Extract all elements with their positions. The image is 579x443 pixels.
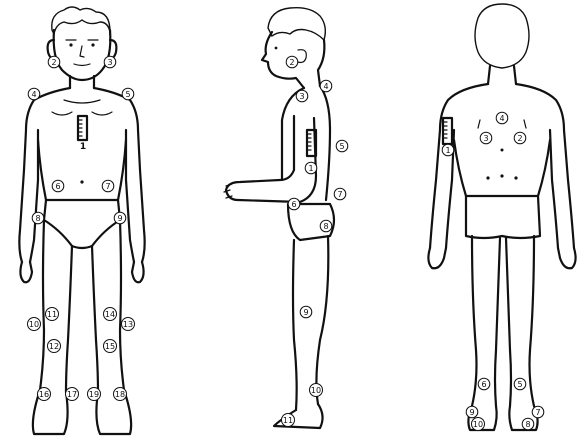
side-view-marker-9: 9 — [300, 306, 312, 318]
marker-label: 1 — [308, 164, 313, 173]
back-view-marker-8: 8 — [522, 418, 534, 430]
front-view-marker-18: 18 — [114, 388, 127, 401]
marker-label: 3 — [107, 58, 112, 67]
side-view-marker-3: 3 — [296, 90, 308, 102]
side-view-marker-4: 4 — [320, 80, 332, 92]
marker-label: 17 — [67, 390, 77, 399]
marker-label: 9 — [469, 408, 474, 417]
marker-label: 7 — [535, 408, 540, 417]
back-view-marker-4: 4 — [496, 112, 508, 124]
marker-label: 7 — [105, 182, 110, 191]
front-view-marker-11: 11 — [46, 308, 59, 321]
marker-label: 6 — [55, 182, 60, 191]
back-view-marker-2: 2 — [514, 132, 526, 144]
marker-label: 9 — [117, 214, 122, 223]
side-view-marker-11: 11 — [282, 414, 295, 427]
marker-label: 6 — [481, 380, 486, 389]
side-view-marker-2: 2 — [286, 56, 298, 68]
marker-label: 4 — [31, 90, 36, 99]
marker-label: 14 — [105, 310, 115, 319]
front-view-marker-7: 7 — [102, 180, 114, 192]
marker-label: 5 — [125, 90, 130, 99]
marker-label: 2 — [51, 58, 56, 67]
back-view-marker-10: 10 — [472, 418, 485, 431]
marker-label: 18 — [115, 390, 125, 399]
marker-label: 19 — [89, 390, 99, 399]
back-figure — [428, 4, 575, 430]
side-view-marker-8: 8 — [320, 220, 332, 232]
marker-label: 9 — [303, 308, 308, 317]
side-view-marker-7: 7 — [334, 188, 346, 200]
front-view-marker-2: 2 — [48, 56, 60, 68]
marker-label: 8 — [35, 214, 40, 223]
marker-label: 3 — [299, 92, 304, 101]
marker-label: 4 — [499, 114, 504, 123]
front-view-marker-10: 10 — [28, 318, 41, 331]
marker-label: 8 — [525, 420, 530, 429]
marker-label: 4 — [323, 82, 328, 91]
front-view-marker-5: 5 — [122, 88, 134, 100]
front-view-marker-14: 14 — [104, 308, 117, 321]
front-view-marker-19: 19 — [88, 388, 101, 401]
back-view-marker-6: 6 — [478, 378, 490, 390]
marker-label: 2 — [517, 134, 522, 143]
marker-label: 6 — [291, 200, 296, 209]
front-view-marker-8: 8 — [32, 212, 44, 224]
side-view-marker-6: 6 — [288, 198, 300, 210]
marker-label: 10 — [311, 386, 321, 395]
marker-label: 13 — [123, 320, 133, 329]
front-view-marker-13: 13 — [122, 318, 135, 331]
back-view-marker-9: 9 — [466, 406, 478, 418]
marker-label: 11 — [283, 416, 293, 425]
front-view-marker-9: 9 — [114, 212, 126, 224]
front-view-marker-12: 12 — [48, 340, 61, 353]
marker-label: 7 — [337, 190, 342, 199]
back-view-marker-1: 1 — [442, 144, 454, 156]
front-view-marker-6: 6 — [52, 180, 64, 192]
back-view-marker-5: 5 — [514, 378, 526, 390]
side-figure — [224, 8, 334, 428]
marker-label: 3 — [483, 134, 488, 143]
side-view-marker-10: 10 — [310, 384, 323, 397]
side-view-marker-1: 1 — [305, 162, 317, 174]
side-view-marker-5: 5 — [336, 140, 348, 152]
back-view-marker-3: 3 — [480, 132, 492, 144]
front-view-marker-4: 4 — [28, 88, 40, 100]
front-view-marker-15: 15 — [104, 340, 117, 353]
marker-label: 15 — [105, 342, 115, 351]
marker-label: 11 — [47, 310, 57, 319]
front-view-marker-3: 3 — [104, 56, 116, 68]
front-view-marker-16: 16 — [38, 388, 51, 401]
marker-label: 1 — [445, 146, 450, 155]
front-view-marker-17: 17 — [66, 388, 79, 401]
marker-label: 12 — [49, 342, 59, 351]
back-view-marker-7: 7 — [532, 406, 544, 418]
marker-label: 10 — [473, 420, 483, 429]
marker-label: 5 — [339, 142, 344, 151]
marker-label: 2 — [289, 58, 294, 67]
marker-label: 8 — [323, 222, 328, 231]
ruler-label-front: 1 — [80, 142, 86, 152]
marker-label: 5 — [517, 380, 522, 389]
marker-label: 10 — [29, 320, 39, 329]
marker-label: 16 — [39, 390, 49, 399]
